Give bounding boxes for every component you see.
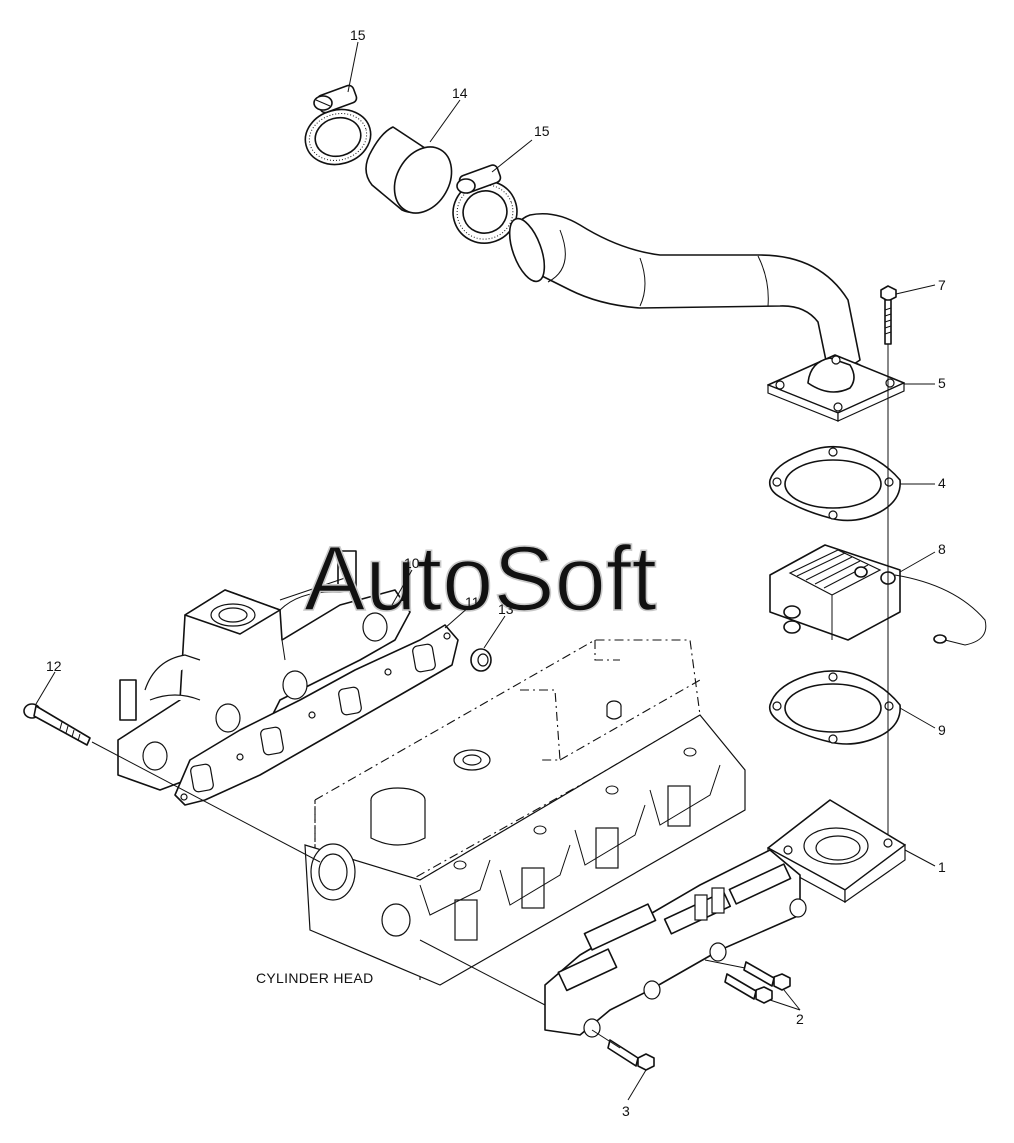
callout-leaders	[35, 41, 936, 1101]
pipe-flange	[767, 354, 905, 422]
callout-10: 10	[404, 555, 420, 571]
bolts-2	[724, 961, 791, 1004]
watermark: AutoSoft	[304, 528, 657, 630]
intake-manifold	[544, 799, 906, 1038]
callout-11: 11	[465, 594, 480, 610]
callout-12: 12	[46, 658, 62, 674]
plug-13	[470, 648, 492, 672]
callout-9: 9	[938, 722, 946, 738]
callout-3: 3	[622, 1103, 630, 1119]
callout-1: 1	[938, 859, 946, 875]
gasket-9	[768, 670, 901, 745]
stud-12	[23, 703, 91, 746]
callout-7: 7	[938, 277, 946, 293]
egr-pipe	[508, 212, 865, 382]
alignment-lines	[91, 741, 746, 1049]
callout-14: 14	[452, 85, 468, 101]
hose-clamp-lower	[452, 164, 518, 244]
exhaust-gasket	[174, 624, 459, 806]
callout-8: 8	[938, 541, 946, 557]
callout-15-upper: 15	[350, 27, 366, 43]
callout-2: 2	[796, 1011, 804, 1027]
exhaust-manifold	[117, 550, 411, 791]
callout-4: 4	[938, 475, 946, 491]
callout-5: 5	[938, 375, 946, 391]
callout-15-lower: 15	[534, 123, 550, 139]
hose-sleeve	[365, 126, 453, 214]
cylinder-head-caption: CYLINDER HEAD	[256, 970, 373, 986]
hose-clamp-upper	[304, 84, 372, 166]
gasket-4	[768, 445, 901, 522]
callout-labels: 15 14 15 7 5 4 8 10 11 13 12 9 1 2 3	[46, 27, 946, 1119]
egr-valve	[769, 544, 987, 646]
bolt-7	[880, 285, 897, 345]
callout-13: 13	[498, 601, 514, 617]
bolt-3	[607, 1039, 655, 1071]
cylinder-head	[304, 639, 746, 986]
